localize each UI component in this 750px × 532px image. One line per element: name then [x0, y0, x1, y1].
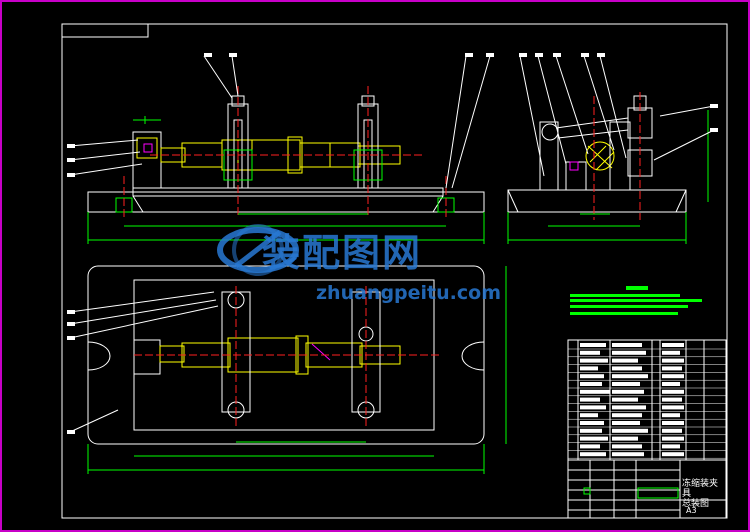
parts-row-text [662, 421, 684, 425]
parts-row-text [580, 350, 600, 355]
parts-row-text [612, 397, 638, 402]
parts-row-text [612, 389, 644, 394]
parts-row-text [662, 382, 680, 386]
parts-row-text [662, 397, 682, 402]
parts-row-text [580, 358, 608, 363]
parts-row-text [612, 374, 648, 379]
parts-row-text [662, 389, 684, 394]
parts-row-text [612, 366, 642, 371]
parts-row-text [612, 350, 646, 355]
front-view [67, 53, 494, 244]
parts-row-text [662, 413, 680, 418]
side-view [507, 53, 718, 244]
parts-row-text [612, 452, 644, 457]
parts-row-text [580, 389, 610, 394]
drawing-code-box [61, 23, 149, 38]
parts-row-text [580, 436, 608, 441]
parts-row-text [580, 382, 602, 386]
title-block [567, 459, 727, 519]
parts-row-text [612, 405, 646, 410]
parts-row-text [662, 350, 680, 355]
parts-row-text [612, 444, 642, 449]
parts-row-text [580, 413, 598, 418]
parts-row-text [662, 366, 682, 371]
parts-row-text [612, 343, 642, 347]
parts-row-text [662, 374, 684, 379]
paper-size: A3 [686, 506, 697, 515]
parts-row-text [612, 436, 638, 441]
parts-row-text [580, 452, 606, 457]
parts-row-text [662, 358, 684, 363]
parts-row-text [662, 452, 684, 457]
parts-row-text [612, 421, 640, 425]
parts-row-text [580, 343, 606, 347]
parts-row-text [612, 413, 642, 418]
parts-row-text [580, 366, 598, 371]
parts-row-text [580, 405, 606, 410]
top-view [67, 265, 507, 474]
drawing-frame [61, 23, 728, 519]
parts-row-text [612, 382, 640, 386]
parts-row-text [662, 436, 684, 441]
watermark-brand: 装配图网 [262, 231, 423, 275]
parts-row-text [662, 343, 684, 347]
parts-row-text [580, 428, 602, 433]
parts-row-text [580, 374, 604, 379]
parts-row-text [612, 358, 638, 363]
parts-row-text [580, 397, 600, 402]
parts-row-text [662, 444, 680, 449]
drawing-name: 冻缩装夹具 总装图 [682, 479, 719, 509]
parts-row-text [612, 428, 648, 433]
parts-row-text [580, 444, 600, 449]
technical-requirements [570, 286, 702, 315]
parts-row-text [662, 405, 684, 410]
parts-row-text [580, 421, 604, 425]
watermark-url: zhuangpeitu.com [316, 282, 501, 304]
parts-list-rows [568, 343, 726, 459]
parts-row-text [662, 428, 682, 433]
